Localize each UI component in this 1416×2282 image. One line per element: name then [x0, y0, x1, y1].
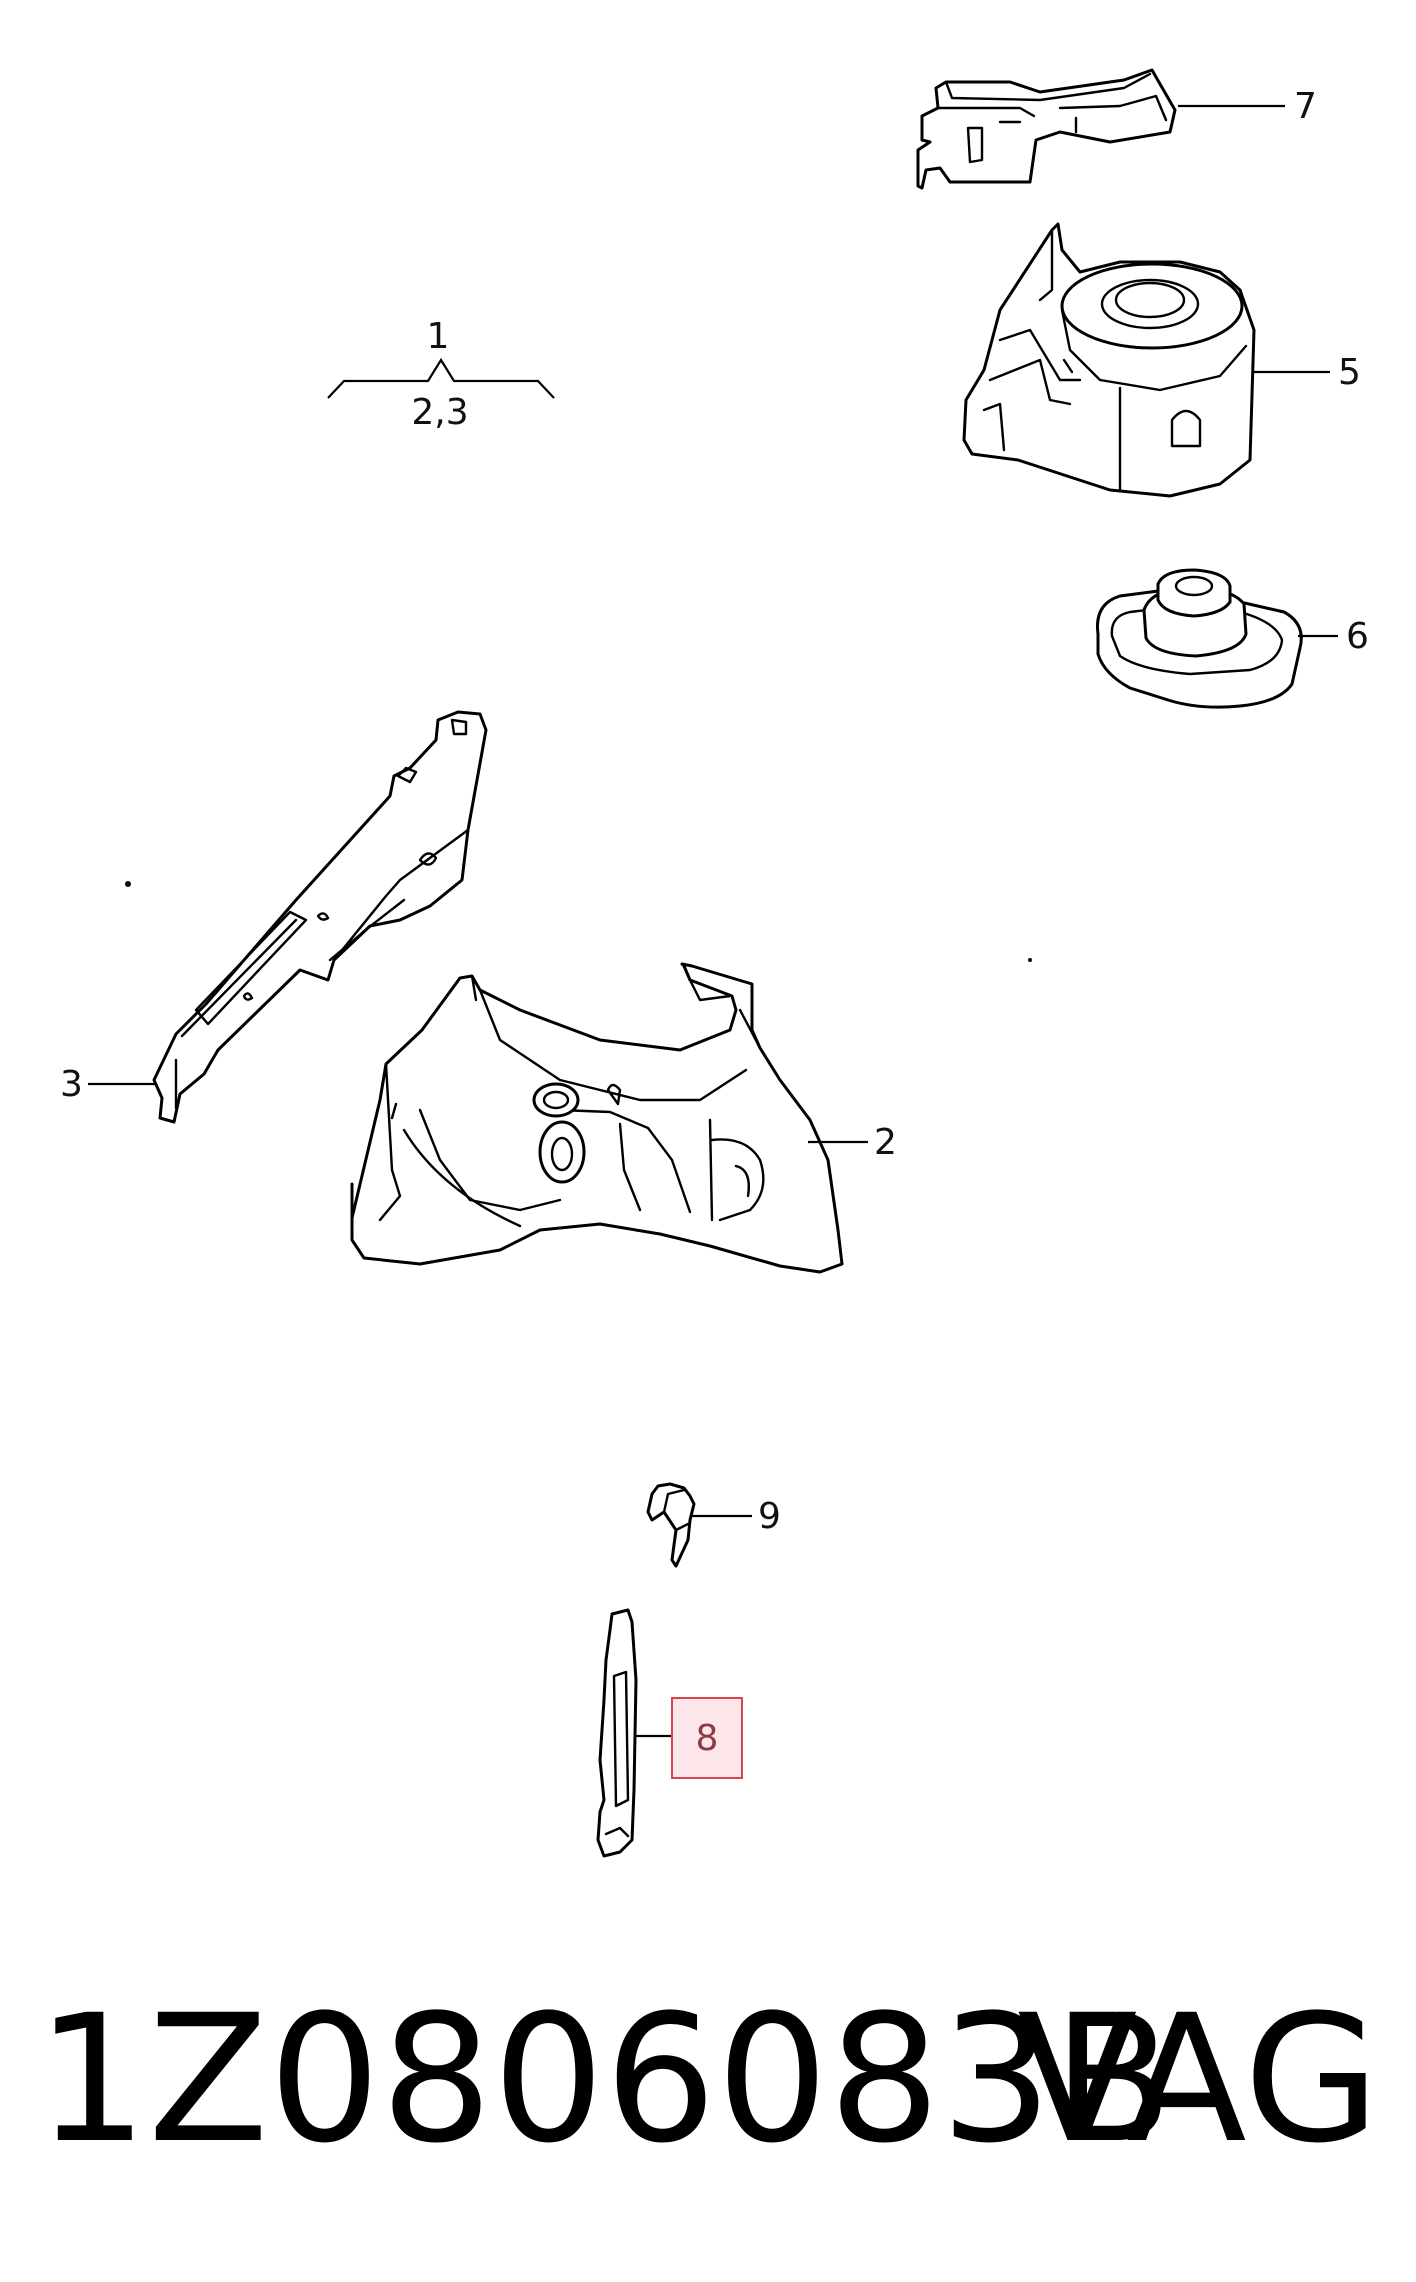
callout-8: 8	[696, 1718, 719, 1759]
stray-mark	[125, 881, 131, 887]
group-bracket	[327, 357, 555, 399]
part-6-strut-mount	[1095, 568, 1303, 709]
part-7-bracket	[916, 68, 1177, 190]
part-2-wheel-housing	[350, 962, 844, 1274]
callout-6: 6	[1346, 616, 1369, 657]
stray-mark	[1028, 958, 1032, 962]
callout-5: 5	[1338, 352, 1361, 393]
footer: 1Z0806083B VAG	[0, 1955, 1416, 2205]
callout-8-box	[671, 1697, 743, 1779]
callout-2-3: 2,3	[411, 392, 468, 433]
callout-2: 2	[874, 1122, 897, 1163]
part-3-rail	[152, 710, 488, 1124]
parts-diagram: 1 2,3 7 5 6	[60, 68, 1369, 1858]
callout-1: 1	[427, 316, 450, 357]
callout-7: 7	[1294, 86, 1317, 127]
callout-3: 3	[60, 1064, 83, 1105]
part-number: 1Z0806083B	[36, 1977, 1174, 2182]
part-9-clip	[646, 1482, 696, 1568]
group-label-1-2-3: 1 2,3	[327, 316, 555, 433]
callout-8-highlight: 8	[671, 1697, 743, 1779]
callout-9: 9	[758, 1496, 781, 1537]
part-8-strip	[596, 1608, 638, 1858]
brand-label: VAG	[1017, 1977, 1380, 2182]
part-5-strut-tower	[962, 222, 1256, 498]
